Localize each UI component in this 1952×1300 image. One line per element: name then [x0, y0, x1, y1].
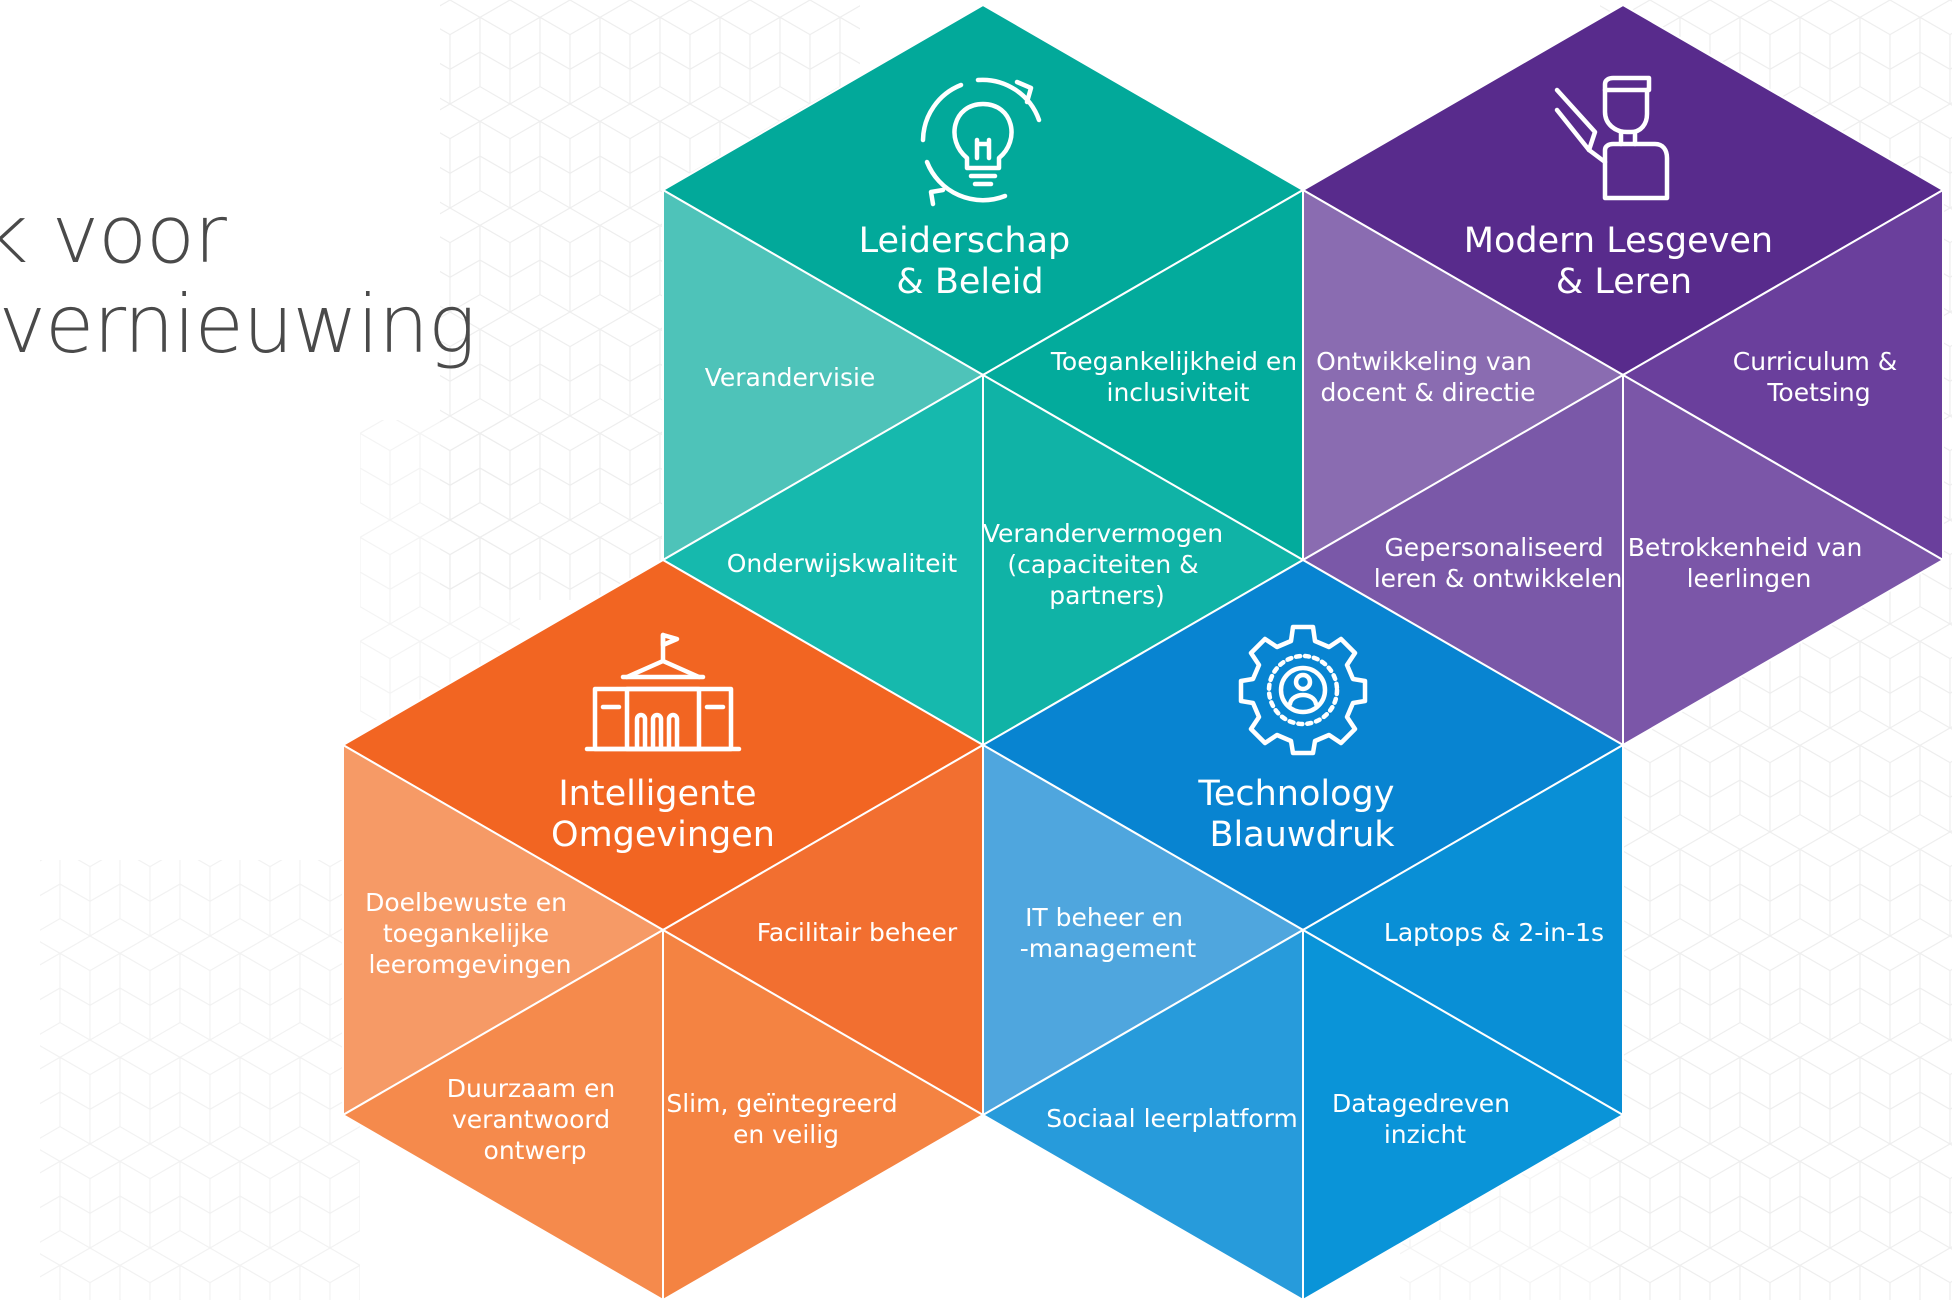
school-building-icon	[584, 632, 742, 752]
segment-label-verandervisie: Verandervisie	[705, 363, 876, 392]
page-title: k voor svernieuwing	[0, 188, 476, 371]
segment-label-duurzaam: Duurzaam en verantwoord ontwerp	[447, 1074, 623, 1165]
teacher-icon	[1554, 75, 1670, 201]
hexagon-leiderschap	[661, 3, 1305, 747]
segment-label-curriculum: Curriculum & Toetsing	[1733, 347, 1906, 407]
hexagon-omgevingen-title: Intelligente Omgevingen	[551, 774, 775, 855]
segment-label-gepersonaliseerd: Gepersonaliseerd leren & ontwikkelen	[1374, 533, 1623, 593]
segment-label-facilitair: Facilitair beheer	[757, 918, 958, 947]
segment-label-verandervermogen: Verandervermogen (capaciteiten & partner…	[983, 519, 1231, 610]
page-title-line2: svernieuwing	[0, 278, 476, 371]
hexagon-lesgeven-text: Modern Lesgeven & Leren Ontwikkeling van…	[1316, 221, 1906, 593]
segment-label-slim: Slim, geïntegreerd en veilig	[666, 1089, 905, 1149]
hex-segment-bottom-right	[1622, 373, 1945, 747]
gear-person-icon	[1238, 624, 1368, 756]
hexagon-technology-text: Technology Blauwdruk IT beheer en -manag…	[1020, 774, 1604, 1149]
hex-segment-bottom-right	[1302, 928, 1625, 1300]
segment-label-ontwikkeling: Ontwikkeling van docent & directie	[1316, 347, 1540, 407]
segment-label-laptops: Laptops & 2-in-1s	[1384, 918, 1604, 947]
hexagon-technology	[981, 558, 1625, 1300]
segment-label-datagedreven: Datagedreven inzicht	[1332, 1089, 1518, 1149]
hexagon-lesgeven	[1301, 3, 1945, 747]
segment-label-sociaal: Sociaal leerplatform	[1046, 1104, 1298, 1133]
hexagon-technology-title: Technology Blauwdruk	[1197, 774, 1405, 855]
hexagon-lesgeven-title: Modern Lesgeven & Leren	[1464, 221, 1784, 302]
hexagon-leiderschap-text: Leiderschap & Beleid Verandervisie Toega…	[705, 221, 1305, 610]
hexagon-leiderschap-title: Leiderschap & Beleid	[859, 221, 1082, 302]
hexagon-omgevingen-text: Intelligente Omgevingen Doelbewuste en t…	[365, 774, 958, 1165]
hex-segment-bottom-right	[662, 928, 985, 1300]
hexagon-omgevingen	[341, 558, 985, 1300]
segment-label-it-beheer: IT beheer en -management	[1020, 903, 1197, 963]
segment-label-doelbewuste: Doelbewuste en toegankelijke leeromgevin…	[365, 888, 575, 979]
page-title-line1: k voor	[0, 188, 227, 281]
lightbulb-cycle-icon	[920, 77, 1042, 207]
segment-label-betrokkenheid: Betrokkenheid van leerlingen	[1628, 533, 1871, 593]
segment-label-toegankelijkheid: Toegankelijkheid en inclusiviteit	[1050, 347, 1305, 407]
segment-label-onderwijskwaliteit: Onderwijskwaliteit	[727, 549, 958, 578]
